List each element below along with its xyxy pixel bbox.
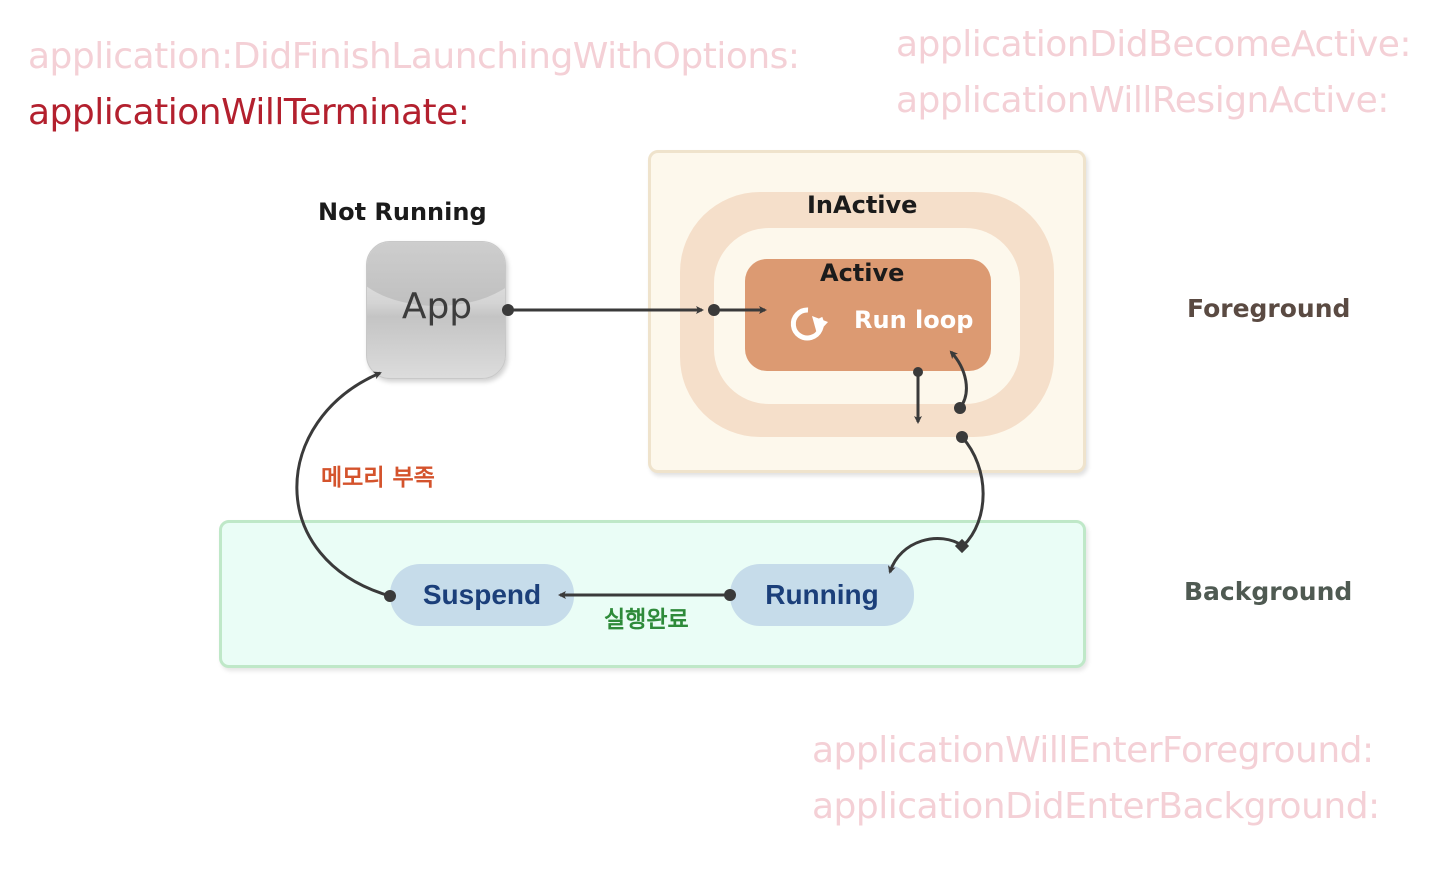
become-active-arrow [949,350,968,409]
enter-background-arrow [960,435,985,548]
background-label: Background [1184,577,1353,606]
memory-low-label: 메모리 부족 [321,465,435,491]
inactive-label: InActive [807,191,918,219]
method-will-terminate: applicationWillTerminate: [28,92,470,133]
execution-done-label: 실행완료 [604,607,689,633]
running-state: Running [730,564,914,626]
foreground-label: Foreground [1187,294,1351,323]
method-did-enter-background: applicationDidEnterBackground: [812,786,1380,827]
not-running-label: Not Running [318,198,487,226]
method-did-become-active: applicationDidBecomeActive: [896,24,1412,65]
method-will-resign-active: applicationWillResignActive: [896,80,1389,121]
method-did-finish-launching: application:DidFinishLaunchingWithOption… [28,36,800,77]
method-will-enter-foreground: applicationWillEnterForeground: [812,730,1374,771]
app-icon-label: App [401,286,473,327]
app-icon-gloss [367,242,505,306]
memory-low-arrow [295,371,391,598]
enter-foreground-arrow [887,537,964,574]
suspend-state: Suspend [390,564,574,626]
active-label: Active [820,259,905,287]
run-loop-icon-head [812,316,828,334]
run-loop-label: Run loop [854,306,974,334]
app-icon: App [366,241,506,379]
